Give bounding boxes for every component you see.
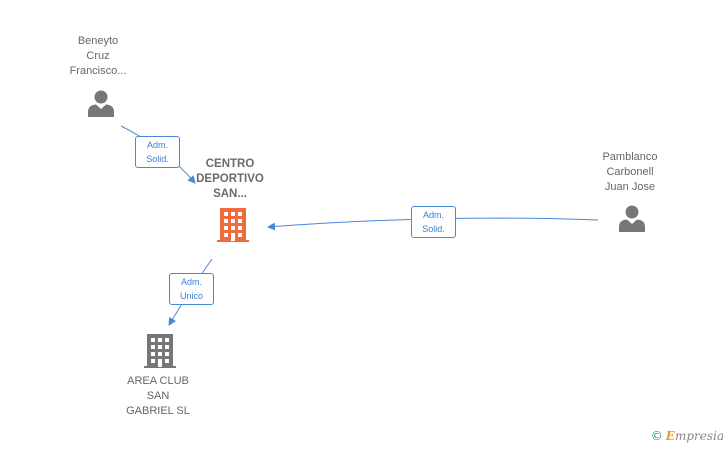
label-line: Cruz [86, 50, 110, 62]
person-label-beneyto[interactable]: Beneyto Cruz Francisco... [48, 34, 148, 79]
person-icon[interactable] [617, 203, 647, 233]
copyright-icon: © [650, 429, 663, 443]
label-line: Pamblanco [602, 151, 658, 163]
edge-label-line: Adm. [180, 277, 202, 287]
label-line: CENTRO [205, 158, 255, 170]
label-line: SAN... [213, 188, 247, 200]
label-line: GABRIEL SL [126, 405, 190, 417]
company-label-centro-deportivo[interactable]: CENTRO DEPORTIVO SAN... [180, 157, 280, 202]
person-label-pamblanco[interactable]: Pamblanco Carbonell Juan Jose [580, 150, 680, 195]
edge-label-line: Unico [179, 291, 203, 301]
edge-label-line: Solid. [146, 154, 169, 164]
label-line: DEPORTIVO [196, 173, 264, 185]
building-icon[interactable] [217, 207, 249, 243]
edge-label-line: Solid. [422, 224, 445, 234]
label-line: AREA CLUB [127, 375, 189, 387]
label-line: Carbonell [606, 166, 654, 178]
edge-label-centro-area[interactable]: Adm. Unico [169, 273, 214, 305]
brand-name: mpresia [674, 429, 724, 443]
edge-label-pamblanco-centro[interactable]: Adm. Solid. [411, 206, 456, 238]
person-icon[interactable] [86, 88, 116, 118]
edge-label-beneyto-centro[interactable]: Adm. Solid. [135, 136, 180, 168]
brand-watermark: ©Empresia [651, 429, 724, 443]
label-line: Francisco... [69, 65, 127, 77]
label-line: Juan Jose [604, 181, 656, 193]
edge-label-line: Adm. [146, 140, 168, 150]
label-line: SAN [146, 390, 170, 402]
building-icon[interactable] [144, 333, 176, 369]
label-line: Beneyto [77, 35, 119, 47]
company-label-area-club[interactable]: AREA CLUB SAN GABRIEL SL [108, 374, 208, 419]
edge-label-line: Adm. [422, 210, 444, 220]
brand-initial: E [665, 429, 675, 443]
